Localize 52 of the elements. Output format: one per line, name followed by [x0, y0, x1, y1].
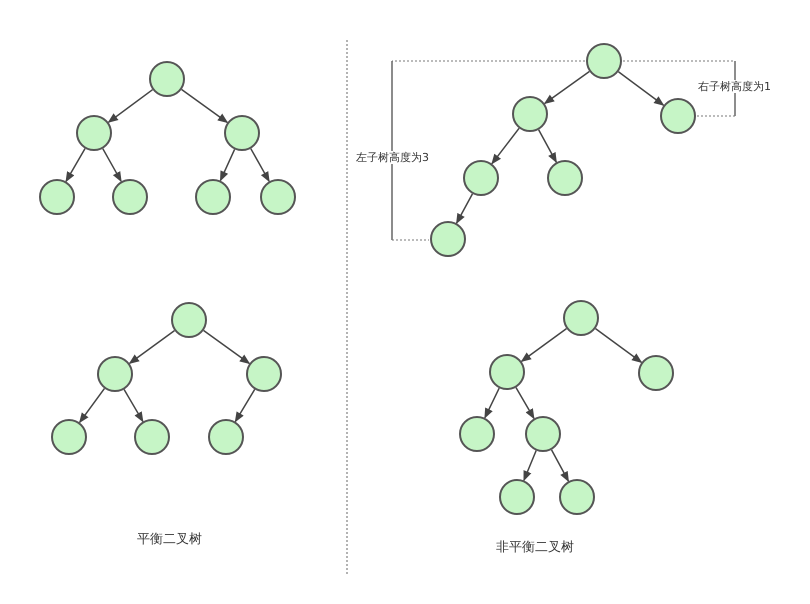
circle-node: [499, 479, 535, 515]
circle-node: [76, 115, 112, 151]
circle-node: [51, 419, 87, 455]
circle-node: [586, 43, 622, 79]
circle-node: [660, 98, 696, 134]
arrow: [108, 89, 153, 123]
circle-node: [208, 419, 244, 455]
caption-text: 平衡二叉树: [137, 532, 202, 548]
arrow: [250, 148, 270, 182]
arrow: [595, 328, 642, 363]
circle-node: [525, 416, 561, 452]
arrow: [484, 388, 500, 419]
circle-node: [112, 179, 148, 215]
circle-node: [260, 179, 296, 215]
arrow: [456, 193, 474, 224]
arrow: [128, 330, 175, 364]
height-label: 右子树高度为1: [698, 80, 771, 94]
arrow: [550, 449, 570, 482]
circle-node: [97, 356, 133, 392]
circle-node: [463, 160, 499, 196]
arrow: [544, 70, 590, 104]
circle-node: [563, 300, 599, 336]
circle-node: [39, 179, 75, 215]
arrow: [234, 389, 256, 422]
arrow: [491, 128, 520, 165]
circle-node: [489, 354, 525, 390]
arrow: [523, 450, 537, 482]
circle-node: [512, 96, 548, 132]
arrow: [79, 388, 105, 424]
caption-text: 非平衡二叉树: [496, 540, 574, 556]
circle-node: [246, 356, 282, 392]
circle-node: [224, 115, 260, 151]
circle-node: [559, 479, 595, 515]
circle-node: [195, 179, 231, 215]
arrow: [515, 387, 535, 420]
arrow: [65, 148, 86, 182]
arrow: [220, 149, 236, 182]
arrow: [618, 71, 664, 106]
arrow: [520, 328, 567, 362]
arrow: [538, 129, 558, 164]
circle-node: [459, 416, 495, 452]
arrow: [123, 389, 144, 422]
circle-node: [134, 419, 170, 455]
circle-node: [171, 302, 207, 338]
arrow: [181, 88, 228, 124]
height-label: 左子树高度为3: [356, 151, 429, 164]
circle-node: [149, 61, 185, 97]
circle-node: [547, 160, 583, 196]
circle-node: [430, 221, 466, 257]
arrow: [203, 330, 250, 364]
circle-node: [638, 355, 674, 391]
arrow: [102, 148, 122, 182]
